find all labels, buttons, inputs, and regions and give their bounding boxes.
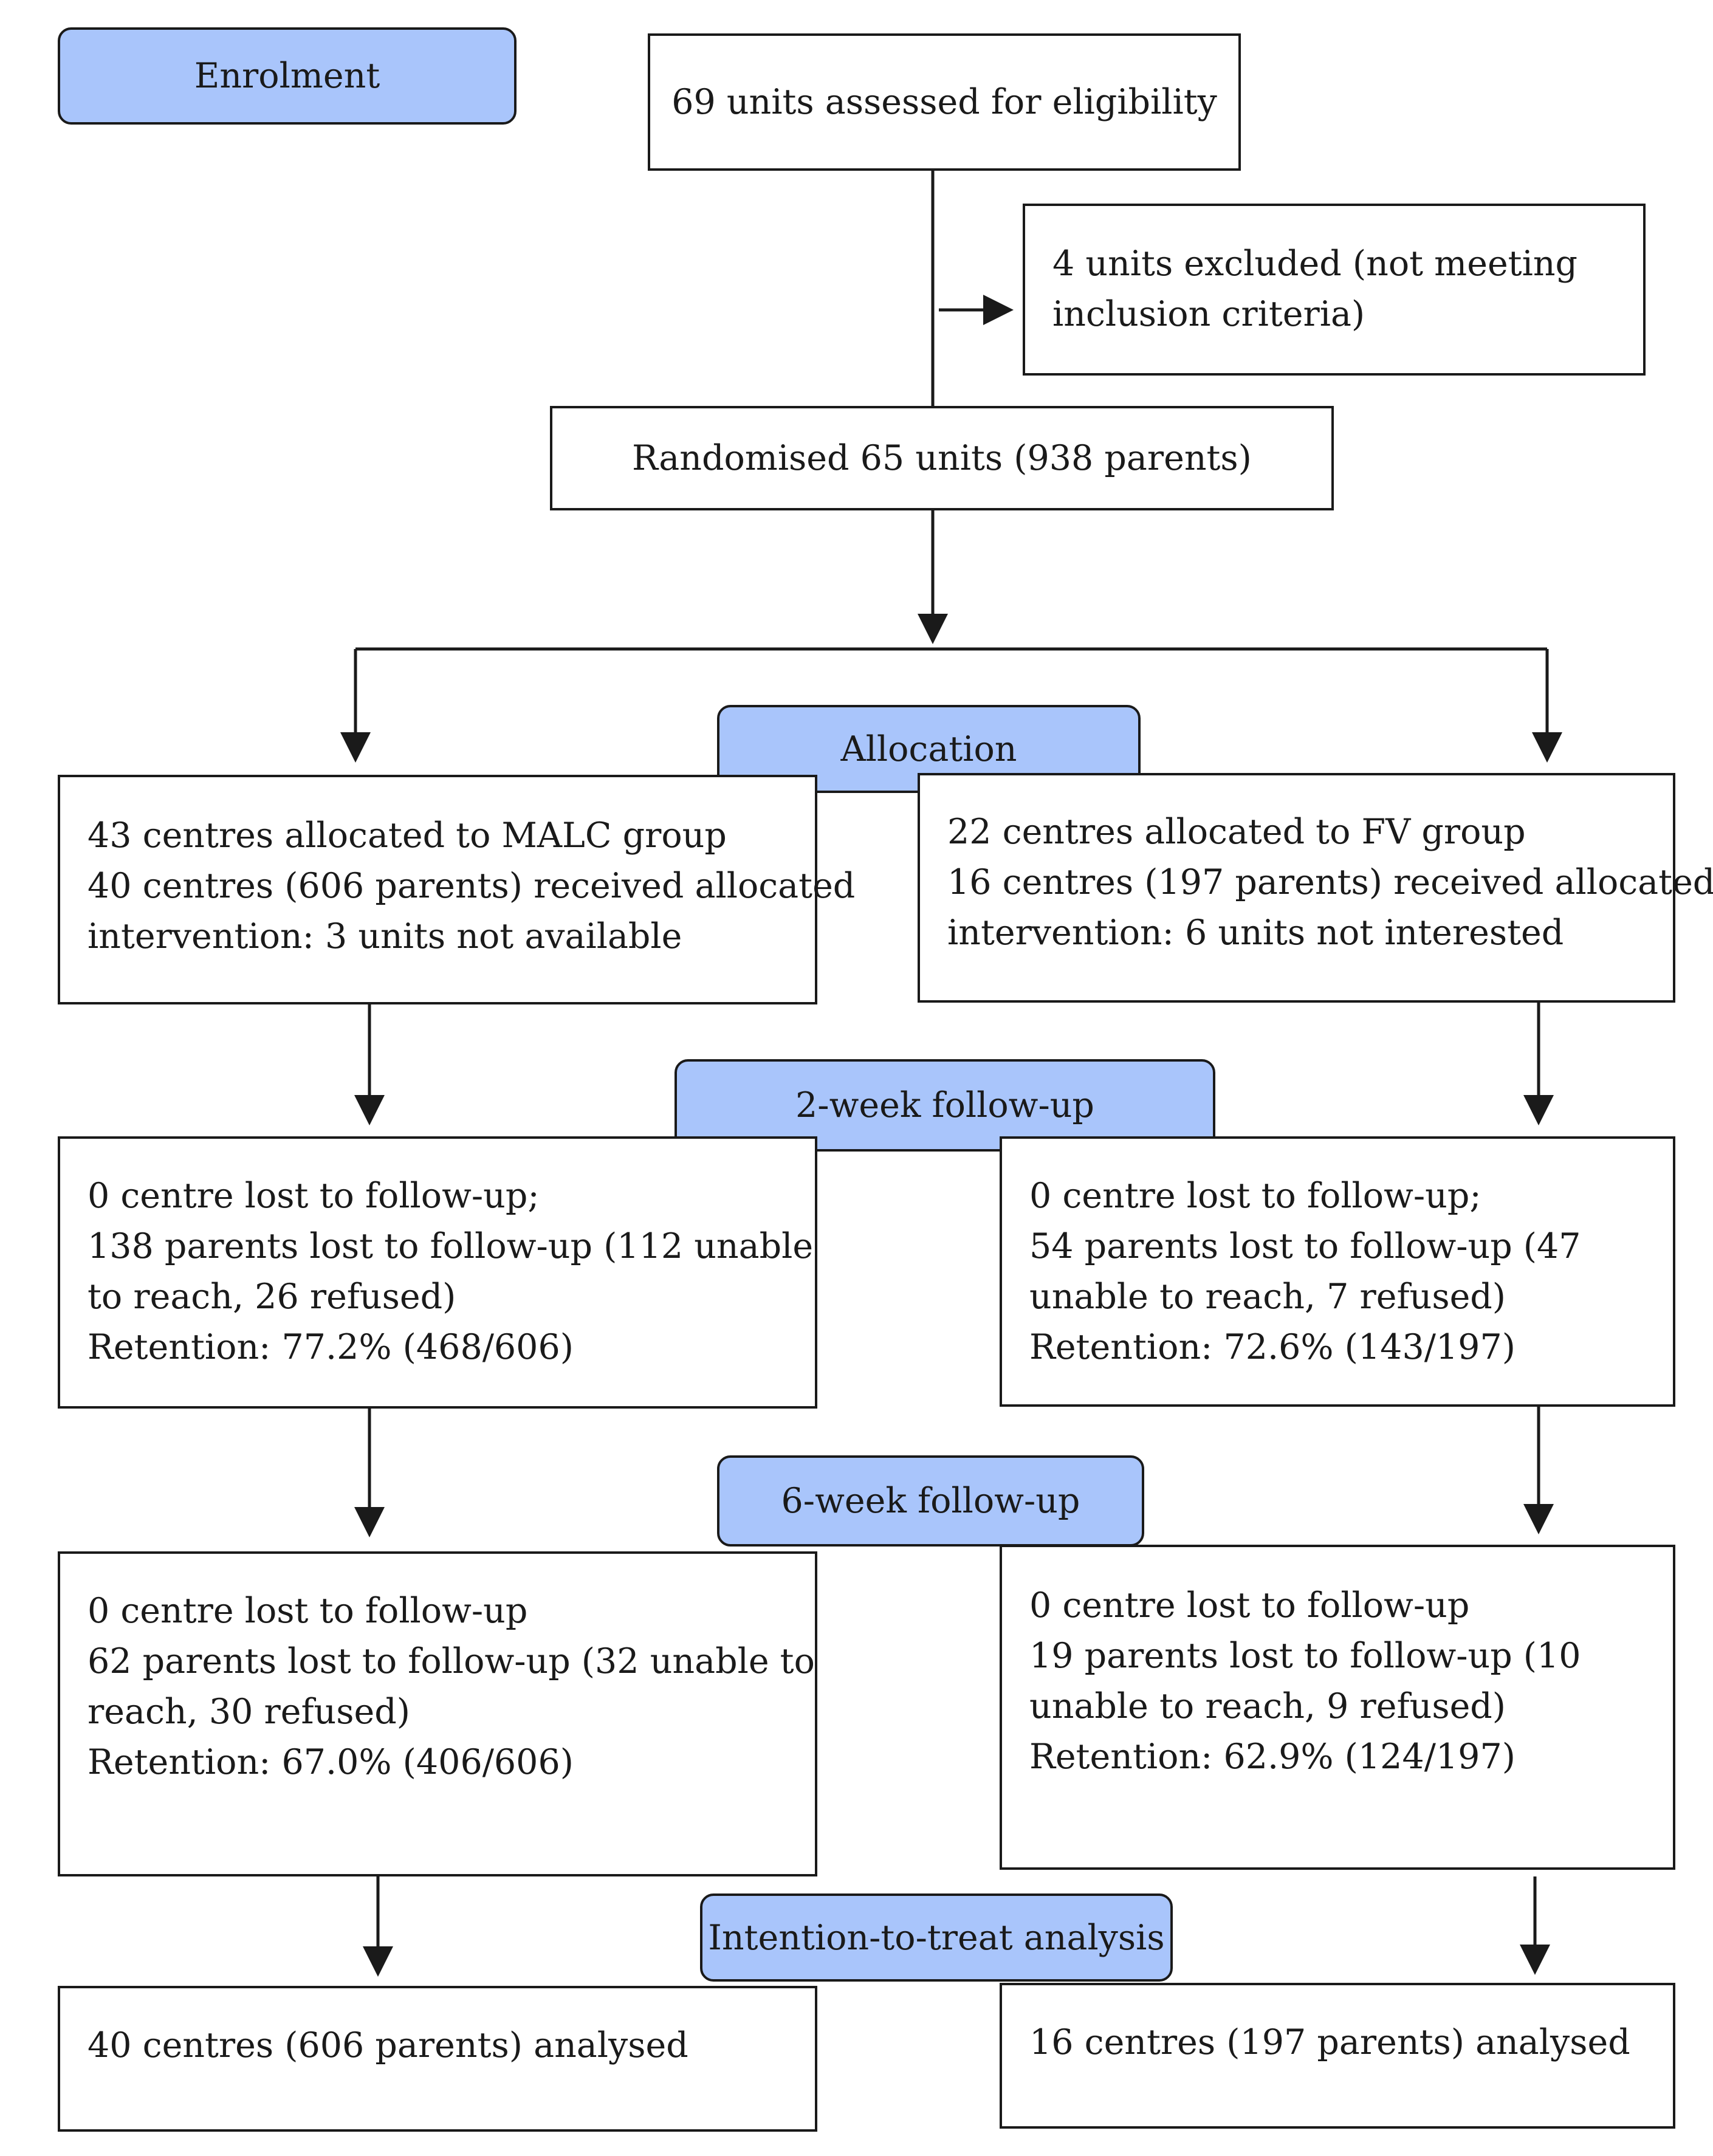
stage-label-intention-to-treat: Intention-to-treat analysis <box>700 1893 1173 1982</box>
malc-allocation-line: 43 centres allocated to MALC group <box>88 815 727 856</box>
fv-2wk-line: unable to reach, 7 refused) <box>1029 1277 1506 1317</box>
fv-6wk-line: 0 centre lost to follow-up <box>1029 1585 1470 1626</box>
malc-6wk-line: 0 centre lost to follow-up <box>88 1591 528 1631</box>
fv-analysed-box: 16 centres (197 parents) analysed <box>1000 1983 1675 2129</box>
malc-2wk-line: Retention: 77.2% (468/606) <box>88 1327 574 1367</box>
fv-2wk-line: 54 parents lost to follow-up (47 <box>1029 1226 1581 1266</box>
malc-6wk-box: 0 centre lost to follow-up 62 parents lo… <box>58 1551 817 1876</box>
excluded-box: 4 units excluded (not meeting inclusion … <box>1023 204 1646 376</box>
assessed-box: 69 units assessed for eligibility <box>648 33 1241 171</box>
malc-6wk-line: Retention: 67.0% (406/606) <box>88 1742 574 1782</box>
fv-6wk-line: 19 parents lost to follow-up (10 <box>1029 1636 1581 1676</box>
fv-allocation-box: 22 centres allocated to FV group 16 cent… <box>918 773 1713 1003</box>
fv-2wk-line: 0 centre lost to follow-up; <box>1029 1176 1481 1216</box>
malc-analysed-box: 40 centres (606 parents) analysed <box>58 1986 817 2132</box>
fv-6wk-box: 0 centre lost to follow-up 19 parents lo… <box>1000 1545 1675 1870</box>
fv-2wk-box: 0 centre lost to follow-up; 54 parents l… <box>1000 1136 1675 1407</box>
stage-label-6-week-follow-up: 6-week follow-up <box>717 1455 1144 1547</box>
fv-6wk-line: Retention: 62.9% (124/197) <box>1029 1737 1516 1777</box>
fv-allocation-line: 22 centres allocated to FV group <box>947 812 1526 852</box>
malc-2wk-line: 138 parents lost to follow-up (112 unabl… <box>88 1226 814 1266</box>
excluded-text-line: 4 units excluded (not meeting <box>1052 244 1578 284</box>
malc-2wk-box: 0 centre lost to follow-up; 138 parents … <box>58 1136 817 1409</box>
fv-analysed-text: 16 centres (197 parents) analysed <box>1029 2022 1630 2062</box>
malc-analysed-text: 40 centres (606 parents) analysed <box>88 2025 688 2065</box>
randomised-box: Randomised 65 units (938 parents) <box>550 406 1334 510</box>
fv-allocation-line: intervention: 6 units not interested <box>947 913 1564 953</box>
malc-2wk-line: to reach, 26 refused) <box>88 1277 456 1317</box>
randomised-text: Randomised 65 units (938 parents) <box>632 438 1252 478</box>
excluded-text-line: inclusion criteria) <box>1052 294 1365 334</box>
malc-2wk-line: 0 centre lost to follow-up; <box>88 1176 540 1216</box>
malc-6wk-line: 62 parents lost to follow-up (32 unable … <box>88 1641 815 1681</box>
stage-label-enrolment: Enrolment <box>58 27 517 125</box>
malc-allocation-line: intervention: 3 units not available <box>88 916 682 956</box>
assessed-text: 69 units assessed for eligibility <box>671 81 1217 122</box>
fv-2wk-line: Retention: 72.6% (143/197) <box>1029 1327 1516 1367</box>
malc-allocation-box: 43 centres allocated to MALC group 40 ce… <box>58 775 856 1004</box>
malc-6wk-line: reach, 30 refused) <box>88 1692 410 1732</box>
fv-6wk-line: unable to reach, 9 refused) <box>1029 1686 1506 1726</box>
malc-allocation-line: 40 centres (606 parents) received alloca… <box>88 866 856 906</box>
fv-allocation-line: 16 centres (197 parents) received alloca… <box>947 862 1713 902</box>
stage-label-2-week-follow-up: 2-week follow-up <box>675 1059 1215 1152</box>
